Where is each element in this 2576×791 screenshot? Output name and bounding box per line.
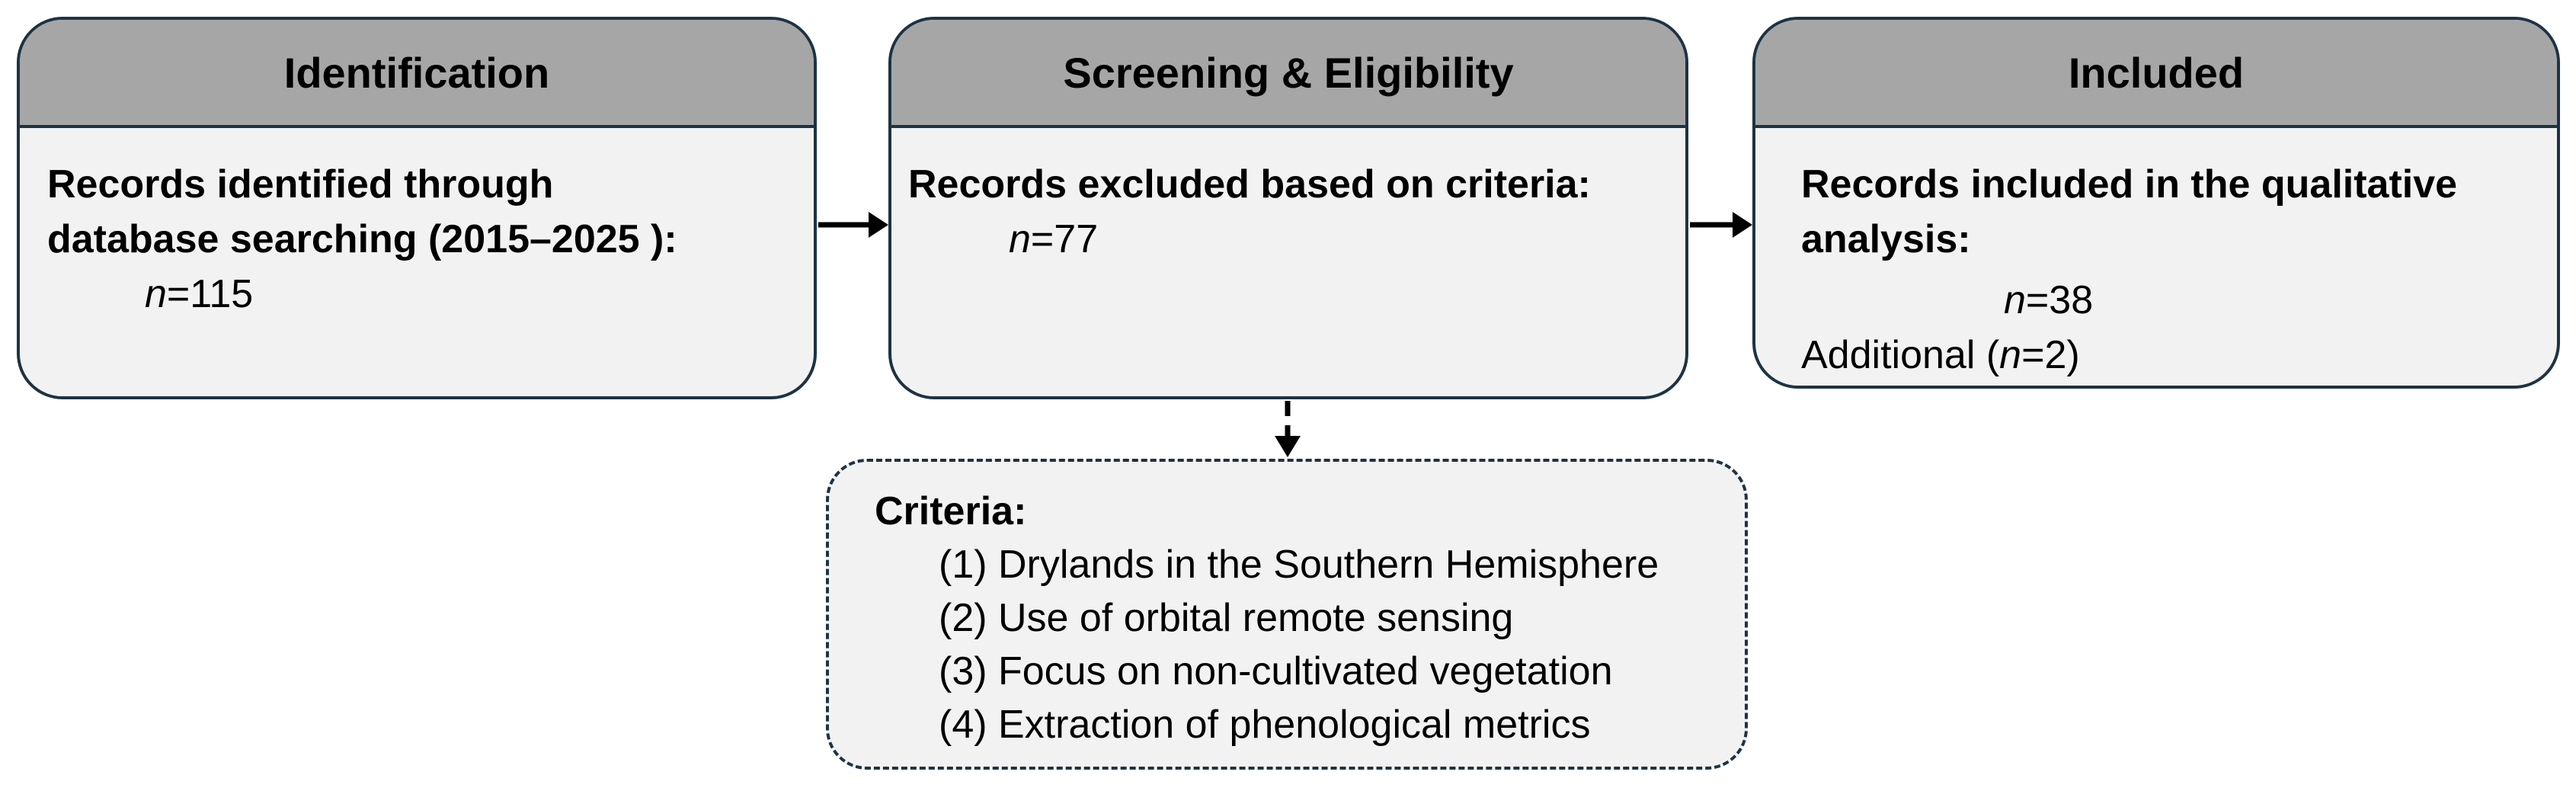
- screening-count: n=77: [908, 212, 1685, 267]
- screening-body: Records excluded based on criteria: n=77: [891, 128, 1685, 267]
- criteria-item-2: (2) Use of orbital remote sensing: [939, 596, 1514, 640]
- criteria-item-4: (4) Extraction of phenological metrics: [939, 703, 1591, 747]
- included-box: Included Records included in the qualita…: [1752, 17, 2560, 389]
- screening-n-label: n: [1009, 217, 1031, 261]
- arrow-screening-to-included: [1690, 212, 1752, 238]
- identification-count: n=115: [47, 267, 814, 322]
- screening-box: Screening & Eligibility Records excluded…: [888, 17, 1688, 399]
- identification-header: Identification: [20, 20, 814, 128]
- arrow-identification-to-screening: [818, 212, 888, 238]
- criteria-title: Criteria:: [875, 489, 1027, 533]
- included-additional-value: =2): [2021, 333, 2080, 377]
- identification-text-line-2: database searching (2015–2025 ):: [47, 217, 677, 261]
- included-n-label: n: [2004, 278, 2026, 322]
- included-n-value: =38: [2025, 278, 2094, 322]
- criteria-item-3: (3) Focus on non-cultivated vegetation: [939, 649, 1613, 693]
- criteria-box: Criteria: (1) Drylands in the Southern H…: [826, 459, 1748, 770]
- criteria-item-1: (1) Drylands in the Southern Hemisphere: [939, 543, 1659, 587]
- screening-n-value: =77: [1030, 217, 1099, 261]
- identification-n-value: =115: [166, 272, 254, 316]
- included-count: n=38: [1801, 273, 2557, 328]
- included-additional-n-label: n: [1999, 333, 2022, 377]
- included-additional: Additional (n=2): [1801, 328, 2557, 383]
- identification-text-line-1: Records identified through: [47, 162, 554, 207]
- screening-text-line-1: Records excluded based on criteria:: [908, 162, 1591, 207]
- identification-n-label: n: [145, 272, 167, 316]
- included-text-line-1: Records included in the qualitative: [1801, 162, 2458, 207]
- arrow-screening-to-criteria: [1275, 401, 1301, 457]
- identification-box: Identification Records identified throug…: [17, 17, 817, 399]
- included-additional-prefix: Additional (: [1801, 333, 2000, 377]
- identification-body: Records identified through database sear…: [20, 128, 814, 322]
- included-text-line-2: analysis:: [1801, 217, 1971, 261]
- included-header: Included: [1755, 20, 2557, 128]
- screening-header: Screening & Eligibility: [891, 20, 1685, 128]
- included-body: Records included in the qualitative anal…: [1755, 128, 2557, 383]
